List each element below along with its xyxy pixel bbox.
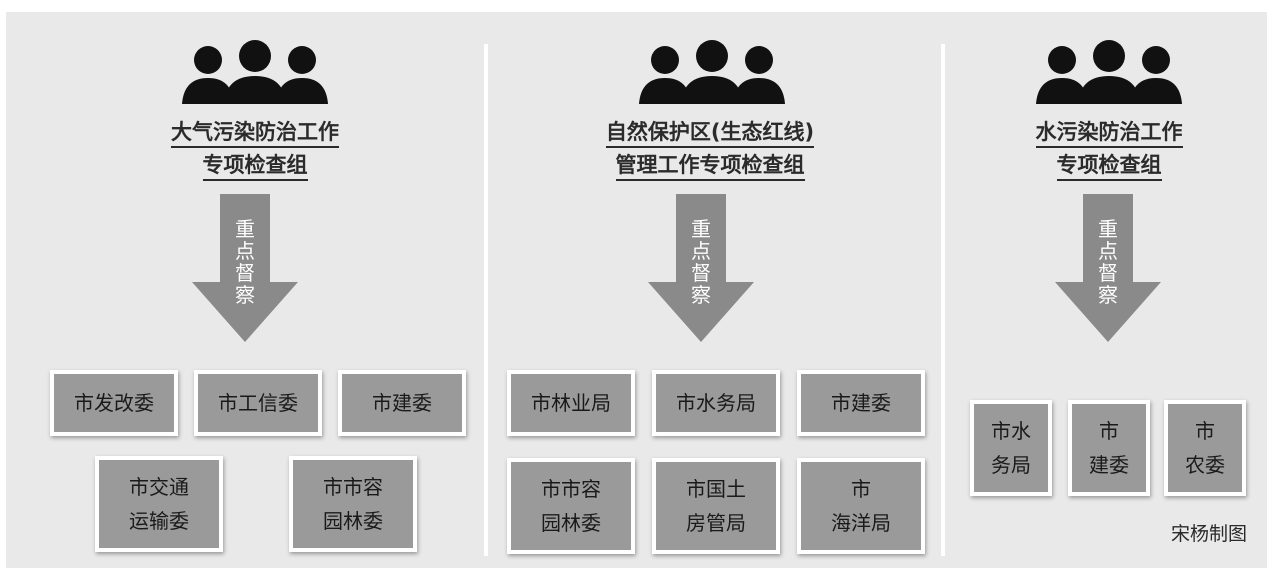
dept-box: 市建委 [797, 370, 925, 436]
group-title-line2: 专项检查组 [202, 152, 308, 181]
group-title-nature-reserve: 自然保护区(生态红线) 管理工作专项检查组 [560, 117, 860, 183]
dept-box: 市发改委 [50, 370, 178, 436]
column-divider [941, 44, 945, 556]
down-arrow-icon [648, 194, 754, 342]
group-title-line1: 大气污染防治工作 [171, 119, 339, 148]
people-group-icon [182, 40, 328, 104]
group-title-line2: 专项检查组 [1056, 152, 1162, 181]
down-arrow-icon [192, 194, 298, 342]
dept-box: 市市容 园林委 [507, 458, 635, 554]
people-group-icon [639, 40, 785, 104]
dept-box: 市 建委 [1068, 400, 1150, 496]
dept-box: 市水务局 [652, 370, 780, 436]
image-credit: 宋杨制图 [1170, 523, 1247, 545]
column-divider [484, 44, 488, 556]
group-title-water: 水污染防治工作 专项检查组 [984, 117, 1234, 183]
dept-box: 市林业局 [507, 370, 635, 436]
dept-box: 市水 务局 [970, 400, 1052, 496]
group-title-line1: 水污染防治工作 [1035, 119, 1183, 148]
dept-box: 市 海洋局 [797, 458, 925, 554]
group-title-line1: 自然保护区(生态红线) [605, 119, 815, 148]
down-arrow-icon [1055, 194, 1161, 342]
dept-box: 市 农委 [1164, 400, 1246, 496]
people-group-icon [1036, 40, 1182, 104]
dept-box: 市交通 运输委 [95, 456, 223, 552]
dept-box: 市工信委 [194, 370, 322, 436]
arrow-label: 重点督察 [691, 217, 711, 307]
group-title-line2: 管理工作专项检查组 [615, 152, 805, 181]
dept-box: 市建委 [338, 370, 466, 436]
group-title-air: 大气污染防治工作 专项检查组 [120, 117, 390, 183]
arrow-label: 重点督察 [235, 217, 255, 307]
arrow-label: 重点督察 [1098, 217, 1118, 307]
dept-box: 市市容 园林委 [289, 456, 417, 552]
dept-box: 市国土 房管局 [652, 458, 780, 554]
